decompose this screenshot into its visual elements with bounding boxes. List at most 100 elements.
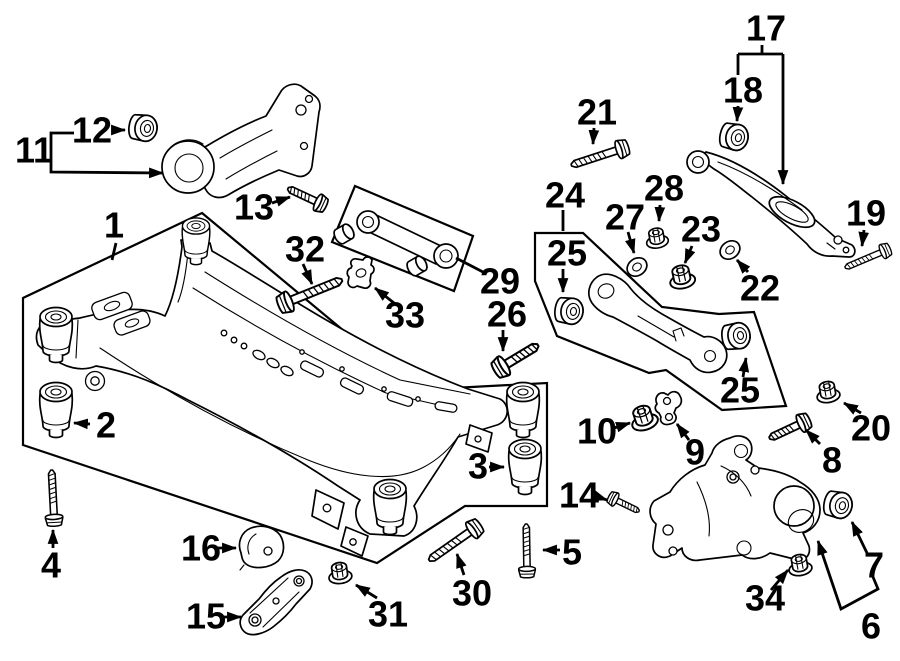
callout-leader-13 [271, 195, 292, 207]
bushing-12 [126, 112, 160, 144]
callout-20[interactable]: 20 [843, 401, 891, 449]
callout-label-26[interactable]: 26 [487, 294, 527, 335]
callout-label-34[interactable]: 34 [745, 578, 785, 619]
callout-label-25b[interactable]: 25 [720, 370, 760, 411]
callout-26[interactable]: 26 [487, 294, 527, 353]
clamp-plate-33 [346, 256, 375, 289]
callout-10[interactable]: 10 [577, 411, 632, 452]
callout-11[interactable]: 11 [15, 130, 165, 179]
retainer-bracket-9 [654, 390, 683, 426]
callout-leader-11 [49, 131, 165, 179]
callout-33[interactable]: 33 [374, 286, 425, 336]
callout-leader-1 [110, 242, 118, 261]
callout-24[interactable]: 24 [545, 175, 585, 232]
callout-19[interactable]: 19 [846, 193, 886, 248]
callout-label-9[interactable]: 9 [685, 432, 705, 473]
callout-13[interactable]: 13 [234, 187, 292, 228]
callout-leader-31 [355, 583, 378, 600]
callout-leader-10 [613, 421, 632, 433]
callout-6[interactable]: 6 [816, 539, 881, 647]
callout-label-29[interactable]: 29 [480, 261, 520, 302]
callout-22[interactable]: 22 [735, 259, 780, 309]
callout-label-5[interactable]: 5 [562, 532, 582, 573]
callout-34[interactable]: 34 [745, 569, 790, 619]
callout-3[interactable]: 3 [468, 446, 506, 487]
bolt-13 [283, 179, 331, 216]
bolt-14 [604, 489, 643, 519]
callout-15[interactable]: 15 [186, 596, 243, 637]
callout-leader-2 [72, 418, 91, 430]
callout-label-20[interactable]: 20 [851, 408, 891, 449]
subframe-top-bushing-installed [181, 217, 211, 266]
bolt-5 [517, 523, 537, 579]
callout-32[interactable]: 32 [285, 229, 325, 285]
callout-4[interactable]: 4 [41, 528, 61, 586]
toe-link [333, 210, 459, 277]
lower-control-arm [686, 150, 856, 258]
callout-28[interactable]: 28 [644, 168, 684, 223]
callout-25a[interactable]: 25 [547, 233, 587, 294]
callout-label-6[interactable]: 6 [861, 606, 881, 647]
bolt-4 [42, 468, 65, 528]
callout-label-3[interactable]: 3 [468, 446, 488, 487]
callout-label-30[interactable]: 30 [452, 573, 492, 614]
callout-label-17[interactable]: 17 [746, 8, 786, 49]
callout-label-21[interactable]: 21 [577, 92, 617, 133]
callout-label-24[interactable]: 24 [545, 175, 585, 216]
callout-27[interactable]: 27 [605, 197, 645, 255]
bushing-3 [507, 438, 543, 496]
subframe-front-bushing-installed [38, 306, 74, 364]
callout-label-31[interactable]: 31 [368, 594, 408, 635]
callout-label-15[interactable]: 15 [186, 596, 226, 637]
trailing-arm-bushing-housing [161, 140, 215, 194]
callout-8[interactable]: 8 [805, 429, 842, 481]
callout-label-28[interactable]: 28 [644, 168, 684, 209]
callout-7[interactable]: 7 [850, 521, 884, 586]
callout-label-16[interactable]: 16 [181, 528, 221, 569]
callout-label-14[interactable]: 14 [559, 475, 599, 516]
callout-label-4[interactable]: 4 [41, 545, 61, 586]
callout-9[interactable]: 9 [675, 423, 705, 473]
callout-leader-29 [455, 256, 484, 274]
upper-control-arm-outline [587, 273, 728, 374]
callout-16[interactable]: 16 [181, 528, 238, 569]
callout-label-11[interactable]: 11 [15, 130, 53, 171]
callout-31[interactable]: 31 [355, 583, 408, 635]
callout-25b[interactable]: 25 [720, 356, 760, 411]
callout-label-23[interactable]: 23 [681, 209, 721, 250]
callout-2[interactable]: 2 [72, 405, 116, 446]
callout-23[interactable]: 23 [681, 209, 721, 264]
callout-label-13[interactable]: 13 [234, 187, 274, 228]
callout-30[interactable]: 30 [452, 552, 492, 614]
support-bracket-15 [239, 568, 313, 636]
callout-label-32[interactable]: 32 [285, 229, 325, 270]
callout-label-1[interactable]: 1 [104, 205, 124, 246]
callout-label-33[interactable]: 33 [385, 295, 425, 336]
callout-leader-21 [588, 127, 600, 146]
callout-1[interactable]: 1 [104, 205, 124, 261]
callout-label-27[interactable]: 27 [605, 197, 645, 238]
nut-28 [643, 225, 671, 251]
callout-label-7[interactable]: 7 [864, 545, 884, 586]
callout-label-22[interactable]: 22 [740, 268, 780, 309]
callout-leader-27 [625, 231, 636, 255]
callout-label-8[interactable]: 8 [822, 440, 842, 481]
callout-29[interactable]: 29 [455, 256, 520, 302]
callout-label-10[interactable]: 10 [577, 411, 617, 452]
callout-label-25a[interactable]: 25 [547, 233, 587, 274]
callout-12[interactable]: 12 [72, 110, 127, 151]
callout-label-2[interactable]: 2 [96, 405, 116, 446]
callout-leader-7 [850, 521, 869, 554]
callout-label-19[interactable]: 19 [846, 193, 886, 234]
trailing-arm-outline [199, 83, 321, 199]
callout-5[interactable]: 5 [541, 532, 582, 573]
callout-label-12[interactable]: 12 [72, 110, 112, 151]
callout-14[interactable]: 14 [559, 475, 609, 516]
callout-18[interactable]: 18 [723, 70, 763, 123]
callout-17[interactable]: 17 [736, 8, 789, 186]
callout-21[interactable]: 21 [577, 92, 617, 146]
callout-label-18[interactable]: 18 [723, 70, 763, 111]
upper-control-arm [587, 273, 728, 374]
